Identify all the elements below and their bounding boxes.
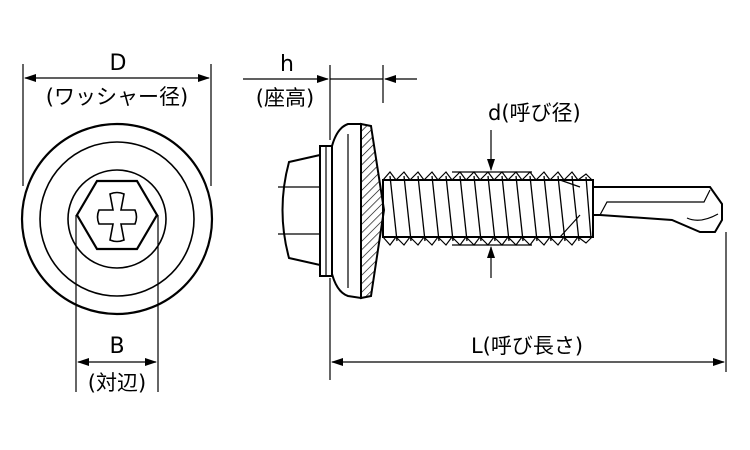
phillips-recess-icon — [96, 191, 138, 243]
across-flats-symbol: B — [109, 334, 124, 359]
nominal-dia-label: d(呼び径) — [488, 101, 581, 125]
thread-crests-bottom — [382, 236, 593, 246]
washer-dia-name: (ワッシャー径) — [46, 85, 188, 109]
thread-crests-top — [382, 171, 593, 181]
metal-washer — [330, 123, 362, 300]
side-view: h (座高) d(呼び径) L(呼び長さ) — [243, 52, 727, 380]
top-view: D (ワッシャー径) B (対辺) — [20, 51, 214, 395]
across-flats-name: (対辺) — [88, 371, 146, 395]
head-circle — [67, 169, 167, 269]
sealing-washer — [360, 122, 386, 300]
hex-head-outline — [75, 179, 159, 251]
thread-runout-bottom — [559, 214, 581, 238]
hex-head-side — [281, 153, 321, 267]
seat-height-symbol: h — [280, 52, 294, 77]
drill-point — [579, 186, 723, 233]
thread-runout-top — [559, 179, 581, 188]
drill-flute-curve — [686, 213, 719, 221]
washer-inner-circle — [39, 141, 195, 297]
drill-flute-line — [599, 189, 711, 216]
thread-flanks — [389, 175, 592, 242]
seat-height-name: (座高) — [256, 86, 314, 110]
washer-outer-circle — [20, 122, 214, 316]
nominal-length-label: L(呼び長さ) — [471, 334, 583, 358]
washer-dia-symbol: D — [110, 51, 127, 76]
